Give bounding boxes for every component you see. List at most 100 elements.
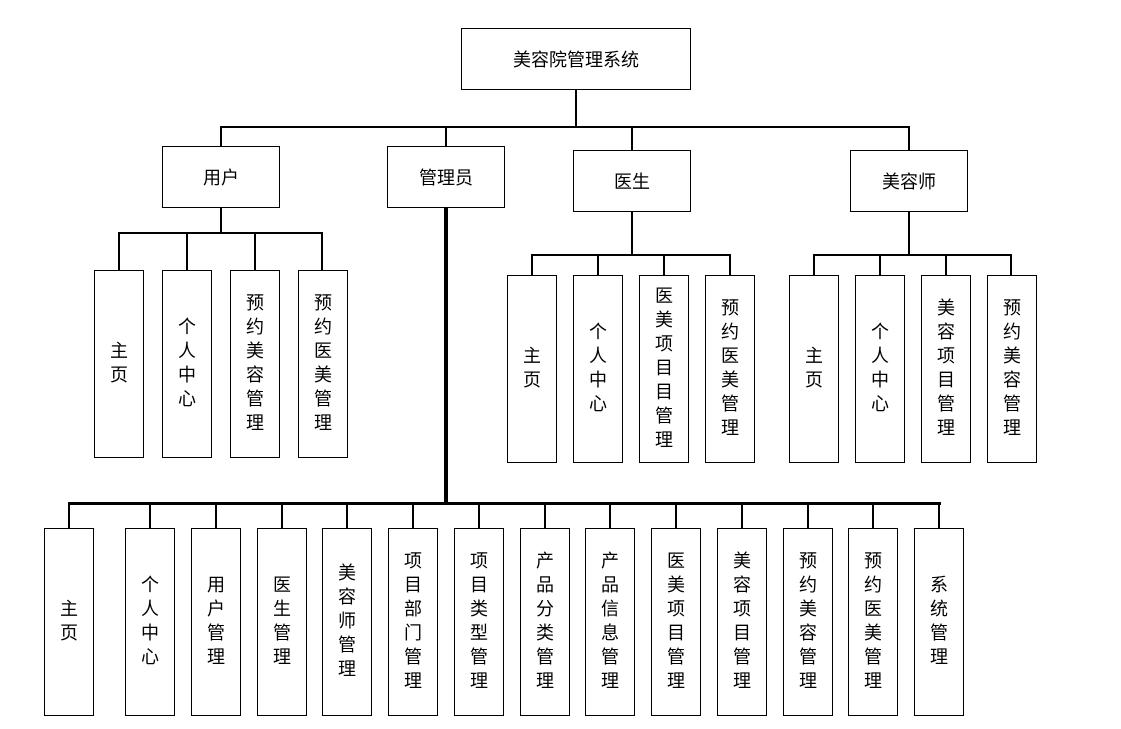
admin-child-drop-line bbox=[346, 502, 348, 528]
child-label: 项目类型管理 bbox=[470, 551, 488, 692]
user-child-node: 预约美容管理 bbox=[230, 270, 280, 458]
admin-child-node: 用户管理 bbox=[191, 528, 241, 716]
doctor-stem-line bbox=[631, 212, 633, 255]
child-label: 个人中心 bbox=[871, 322, 889, 415]
role-node-user: 用户 bbox=[162, 146, 280, 208]
root-label: 美容院管理系统 bbox=[513, 50, 639, 71]
beautician-child-drop-line bbox=[1010, 254, 1012, 275]
user-child-node: 主页 bbox=[94, 270, 144, 458]
admin-child-node: 项目部门管理 bbox=[388, 528, 438, 716]
beautician-stem-line bbox=[908, 212, 910, 255]
beautician-child-node: 主页 bbox=[789, 275, 839, 463]
admin-child-drop-line bbox=[478, 502, 480, 528]
doctor-child-drop-line bbox=[531, 254, 533, 275]
user-bus-line bbox=[118, 232, 323, 234]
admin-child-node: 美容项目管理 bbox=[717, 528, 767, 716]
child-label: 美容项目管理 bbox=[937, 298, 955, 439]
child-label: 预约医美管理 bbox=[864, 551, 882, 692]
doctor-child-drop-line bbox=[663, 254, 665, 275]
roles-bus-line bbox=[220, 126, 910, 128]
child-label: 项目部门管理 bbox=[404, 551, 422, 692]
child-label: 预约医美管理 bbox=[314, 293, 332, 434]
admin-child-drop-line bbox=[544, 502, 546, 528]
child-label: 用户管理 bbox=[207, 575, 225, 668]
admin-child-node: 系统管理 bbox=[914, 528, 964, 716]
role-label: 用户 bbox=[203, 168, 239, 189]
root-stem-line bbox=[575, 90, 577, 127]
admin-child-drop-line bbox=[412, 502, 414, 528]
role-label: 医生 bbox=[614, 172, 650, 193]
child-label: 预约美容管理 bbox=[799, 551, 817, 692]
role-label: 管理员 bbox=[419, 168, 473, 189]
user-child-node: 预约医美管理 bbox=[298, 270, 348, 458]
child-label: 产品分类管理 bbox=[536, 551, 554, 692]
admin-child-drop-line bbox=[215, 502, 217, 528]
user-child-drop-line bbox=[321, 232, 323, 270]
child-label: 预约医美管理 bbox=[721, 298, 739, 439]
role-node-admin: 管理员 bbox=[387, 146, 505, 208]
beautician-bus-line bbox=[813, 254, 1012, 256]
child-label: 医生管理 bbox=[273, 575, 291, 668]
role-node-doctor: 医生 bbox=[573, 150, 691, 212]
beautician-drop-line bbox=[908, 126, 910, 151]
doctor-bus-line bbox=[531, 254, 731, 256]
child-label: 个人中心 bbox=[589, 322, 607, 415]
user-child-drop-line bbox=[186, 232, 188, 270]
doctor-child-node: 个人中心 bbox=[573, 275, 623, 463]
admin-child-drop-line bbox=[149, 502, 151, 528]
beautician-child-drop-line bbox=[879, 254, 881, 275]
child-label: 美容师管理 bbox=[338, 563, 356, 680]
admin-child-node: 预约医美管理 bbox=[848, 528, 898, 716]
admin-child-drop-line bbox=[741, 502, 743, 528]
admin-child-node: 主页 bbox=[44, 528, 94, 716]
admin-bus-line bbox=[68, 502, 941, 505]
doctor-child-drop-line bbox=[729, 254, 731, 275]
child-label: 主页 bbox=[60, 599, 78, 644]
doctor-child-node: 医美项目目管理 bbox=[639, 275, 689, 463]
admin-child-drop-line bbox=[281, 502, 283, 528]
doctor-child-drop-line bbox=[597, 254, 599, 275]
beautician-child-node: 个人中心 bbox=[855, 275, 905, 463]
admin-child-drop-line bbox=[68, 502, 70, 528]
admin-child-drop-line bbox=[675, 502, 677, 528]
beautician-child-drop-line bbox=[813, 254, 815, 275]
child-label: 医美项目管理 bbox=[667, 551, 685, 692]
admin-child-node: 预约美容管理 bbox=[783, 528, 833, 716]
doctor-child-node: 预约医美管理 bbox=[705, 275, 755, 463]
admin-child-node: 项目类型管理 bbox=[454, 528, 504, 716]
role-label: 美容师 bbox=[882, 172, 936, 193]
child-label: 个人中心 bbox=[178, 317, 196, 410]
root-node: 美容院管理系统 bbox=[461, 28, 691, 90]
child-label: 产品信息管理 bbox=[601, 551, 619, 692]
child-label: 系统管理 bbox=[930, 575, 948, 668]
user-child-node: 个人中心 bbox=[162, 270, 212, 458]
child-label: 预约美容管理 bbox=[246, 293, 264, 434]
user-child-drop-line bbox=[254, 232, 256, 270]
user-child-drop-line bbox=[118, 232, 120, 270]
child-label: 主页 bbox=[805, 346, 823, 391]
child-label: 预约美容管理 bbox=[1003, 298, 1021, 439]
doctor-drop-line bbox=[631, 126, 633, 151]
user-stem-line bbox=[220, 208, 222, 233]
child-label: 美容项目管理 bbox=[733, 551, 751, 692]
admin-drop-line bbox=[445, 126, 447, 147]
admin-stem-line bbox=[444, 208, 448, 504]
admin-child-drop-line bbox=[872, 502, 874, 528]
admin-child-drop-line bbox=[609, 502, 611, 528]
admin-child-node: 个人中心 bbox=[125, 528, 175, 716]
beautician-child-drop-line bbox=[945, 254, 947, 275]
child-label: 主页 bbox=[110, 341, 128, 386]
admin-child-drop-line bbox=[938, 502, 940, 528]
user-drop-line bbox=[220, 126, 222, 147]
admin-child-node: 产品分类管理 bbox=[520, 528, 570, 716]
admin-child-node: 医生管理 bbox=[257, 528, 307, 716]
doctor-child-node: 主页 bbox=[507, 275, 557, 463]
role-node-beautician: 美容师 bbox=[850, 150, 968, 212]
child-label: 医美项目目管理 bbox=[655, 286, 673, 451]
beautician-child-node: 美容项目管理 bbox=[921, 275, 971, 463]
admin-child-node: 医美项目管理 bbox=[651, 528, 701, 716]
admin-child-node: 产品信息管理 bbox=[585, 528, 635, 716]
admin-child-node: 美容师管理 bbox=[322, 528, 372, 716]
beautician-child-node: 预约美容管理 bbox=[987, 275, 1037, 463]
